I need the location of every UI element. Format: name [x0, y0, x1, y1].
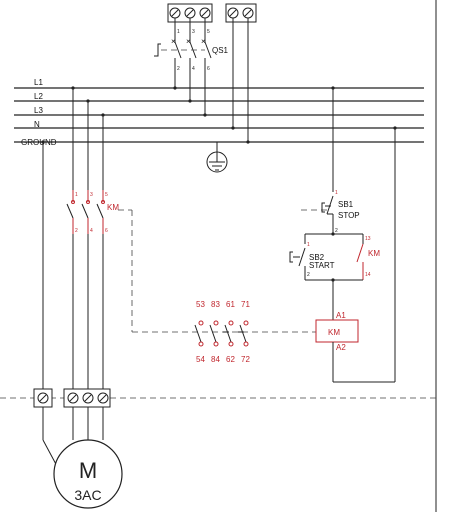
qs1-terminal-5: 5 [207, 29, 210, 35]
km-terminal-6: 6 [105, 228, 108, 234]
svg-text:×: × [186, 37, 191, 46]
coil-a1-label: A1 [336, 311, 346, 320]
terminal-screw [67, 392, 79, 404]
earth-symbol [206, 142, 228, 173]
terminal-screw [184, 7, 196, 19]
bus-label-l1: L1 [34, 78, 43, 87]
bus-label-l2: L2 [34, 92, 43, 101]
motor-terminal-block [33, 388, 111, 408]
aux-contacts: 53 83 61 71 54 84 62 72 [194, 300, 250, 364]
terminal-screw [227, 7, 239, 19]
sb2-start-button: 1 2 SB2 START [289, 234, 335, 280]
aux-top-61: 61 [226, 300, 235, 309]
aux-top-53: 53 [196, 300, 205, 309]
svg-text:×: × [201, 37, 206, 46]
km-main-label: KM [107, 203, 119, 212]
km-aux-terminal-13: 13 [365, 236, 371, 242]
sb1-stop-button: 1 2 SB1 STOP [321, 190, 360, 234]
control-circuit: 1 2 SB1 STOP 1 2 SB2 START 13 [289, 88, 396, 383]
terminal-screw [97, 392, 109, 404]
terminal-screw [82, 392, 94, 404]
coil-label: KM [328, 328, 340, 337]
motor-m-label: M [79, 458, 97, 483]
svg-text:×: × [171, 37, 176, 46]
qs1-terminal-1: 1 [177, 29, 180, 35]
aux-bottom-62: 62 [226, 355, 235, 364]
terminal-screw [242, 7, 254, 19]
qs1-breaker: × × × 1 3 5 2 4 6 QS1 [154, 18, 229, 115]
km-terminal-4: 4 [90, 228, 93, 234]
km-aux-label: KM [368, 249, 380, 258]
sb1-label: SB1 [338, 200, 354, 209]
sb2-terminal-1: 1 [307, 242, 310, 248]
busbars: L1 L2 L3 N GROUND [14, 78, 424, 147]
coil-a2-label: A2 [336, 343, 346, 352]
start-label: START [309, 261, 335, 270]
bus-label-n: N [34, 120, 40, 129]
aux-top-71: 71 [241, 300, 250, 309]
supply-terminal-block [167, 3, 257, 23]
aux-bottom-72: 72 [241, 355, 250, 364]
km-terminal-5: 5 [105, 192, 108, 198]
terminal-screw [199, 7, 211, 19]
sb1-terminal-1: 1 [335, 190, 338, 196]
motor-3ac: M 3AC [53, 439, 123, 509]
km-coil: A1 KM A2 [315, 311, 359, 352]
aux-top-83: 83 [211, 300, 220, 309]
km-terminal-1: 1 [75, 192, 78, 198]
km-terminal-3: 3 [90, 192, 93, 198]
km-main-contactor: 1 3 5 2 4 6 KM [66, 88, 119, 392]
terminal-screw [37, 392, 49, 404]
sb2-label: SB2 [309, 253, 325, 262]
bus-label-l3: L3 [34, 106, 43, 115]
km-holding-contact: 13 14 KM [356, 234, 380, 280]
qs1-terminal-2: 2 [177, 66, 180, 72]
sb1-terminal-2: 2 [335, 228, 338, 234]
terminal-screw [169, 7, 181, 19]
qs1-terminal-6: 6 [207, 66, 210, 72]
bus-label-ground: GROUND [21, 138, 57, 147]
aux-bottom-54: 54 [196, 355, 205, 364]
km-aux-terminal-14: 14 [365, 272, 371, 278]
qs1-label: QS1 [212, 46, 229, 55]
mechanical-linkage [118, 209, 330, 333]
qs1-terminal-4: 4 [192, 66, 195, 72]
sb2-terminal-2: 2 [307, 272, 310, 278]
aux-bottom-84: 84 [211, 355, 220, 364]
stop-label: STOP [338, 211, 360, 220]
qs1-terminal-3: 3 [192, 29, 195, 35]
motor-3ac-label: 3AC [74, 487, 101, 503]
km-terminal-2: 2 [75, 228, 78, 234]
